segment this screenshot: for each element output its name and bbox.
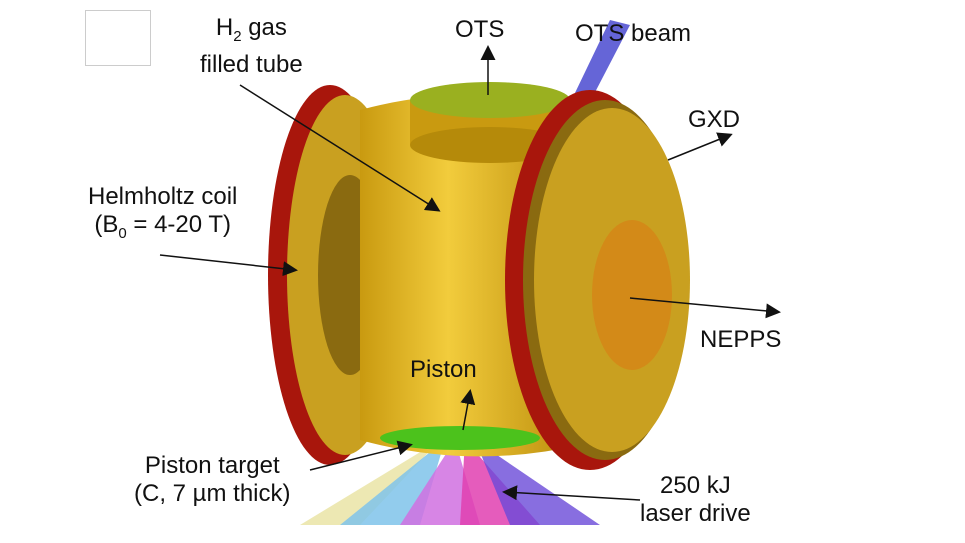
label-piston: Piston bbox=[410, 356, 477, 383]
label-piston-target: Piston target (C, 7 µm thick) bbox=[134, 452, 291, 507]
helmholtz-coil-right bbox=[505, 90, 690, 470]
label-nepps: NEPPS bbox=[700, 326, 782, 353]
label-gas-filled-tube: H2 gas filled tube bbox=[200, 14, 303, 78]
label-ots: OTS bbox=[455, 16, 505, 43]
label-ots-beam: OTS beam bbox=[575, 20, 692, 47]
blank-placeholder-box bbox=[85, 10, 151, 66]
label-laser-drive: 250 kJ laser drive bbox=[640, 472, 751, 527]
label-gxd: GXD bbox=[688, 106, 741, 133]
label-helmholtz-coil: Helmholtz coil (B0 = 4-20 T) bbox=[88, 183, 238, 242]
annotation-arrows bbox=[159, 45, 781, 501]
piston-target bbox=[380, 426, 540, 450]
laser-beams bbox=[300, 440, 600, 525]
